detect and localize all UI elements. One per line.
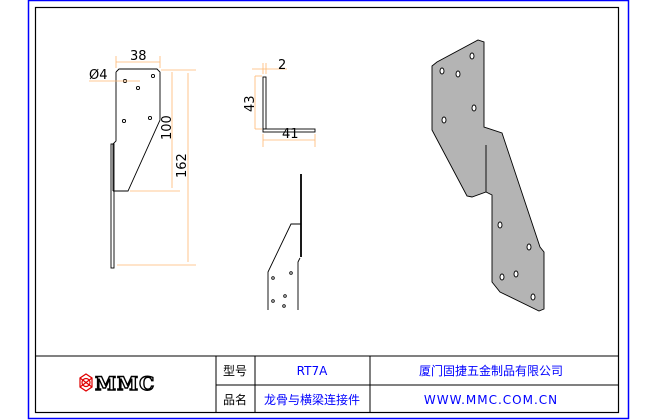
side-section-dimensions [252,63,316,147]
model-value: RT7A [297,364,328,378]
inner-frame [34,6,620,414]
side-section [262,76,316,133]
website: WWW.MMC.COM.CN [424,393,558,407]
logo-text: MMC [95,373,155,395]
bottom-view [267,174,302,310]
logo-emblem-icon [79,373,93,392]
dim-flange-width: 41 [282,127,299,142]
dim-hole-diameter: Ø4 [89,68,108,83]
name-label: 品名 [223,392,247,407]
isometric-view [431,39,545,312]
company-name: 厦门固捷五金制品有限公司 [419,363,563,378]
outer-frame [27,0,630,420]
title-block [35,355,618,412]
dim-flange-height: 43 [243,95,258,112]
logo: MMC [79,372,155,396]
front-view-dimensions [89,56,196,266]
dim-total-height: 162 [175,153,190,178]
dim-thickness: 2 [278,58,286,73]
dim-width: 38 [130,49,147,64]
dim-upper-height: 100 [160,115,175,140]
front-view [110,68,161,269]
model-label: 型号 [223,364,247,378]
name-value: 龙骨与横梁连接件 [264,392,360,407]
